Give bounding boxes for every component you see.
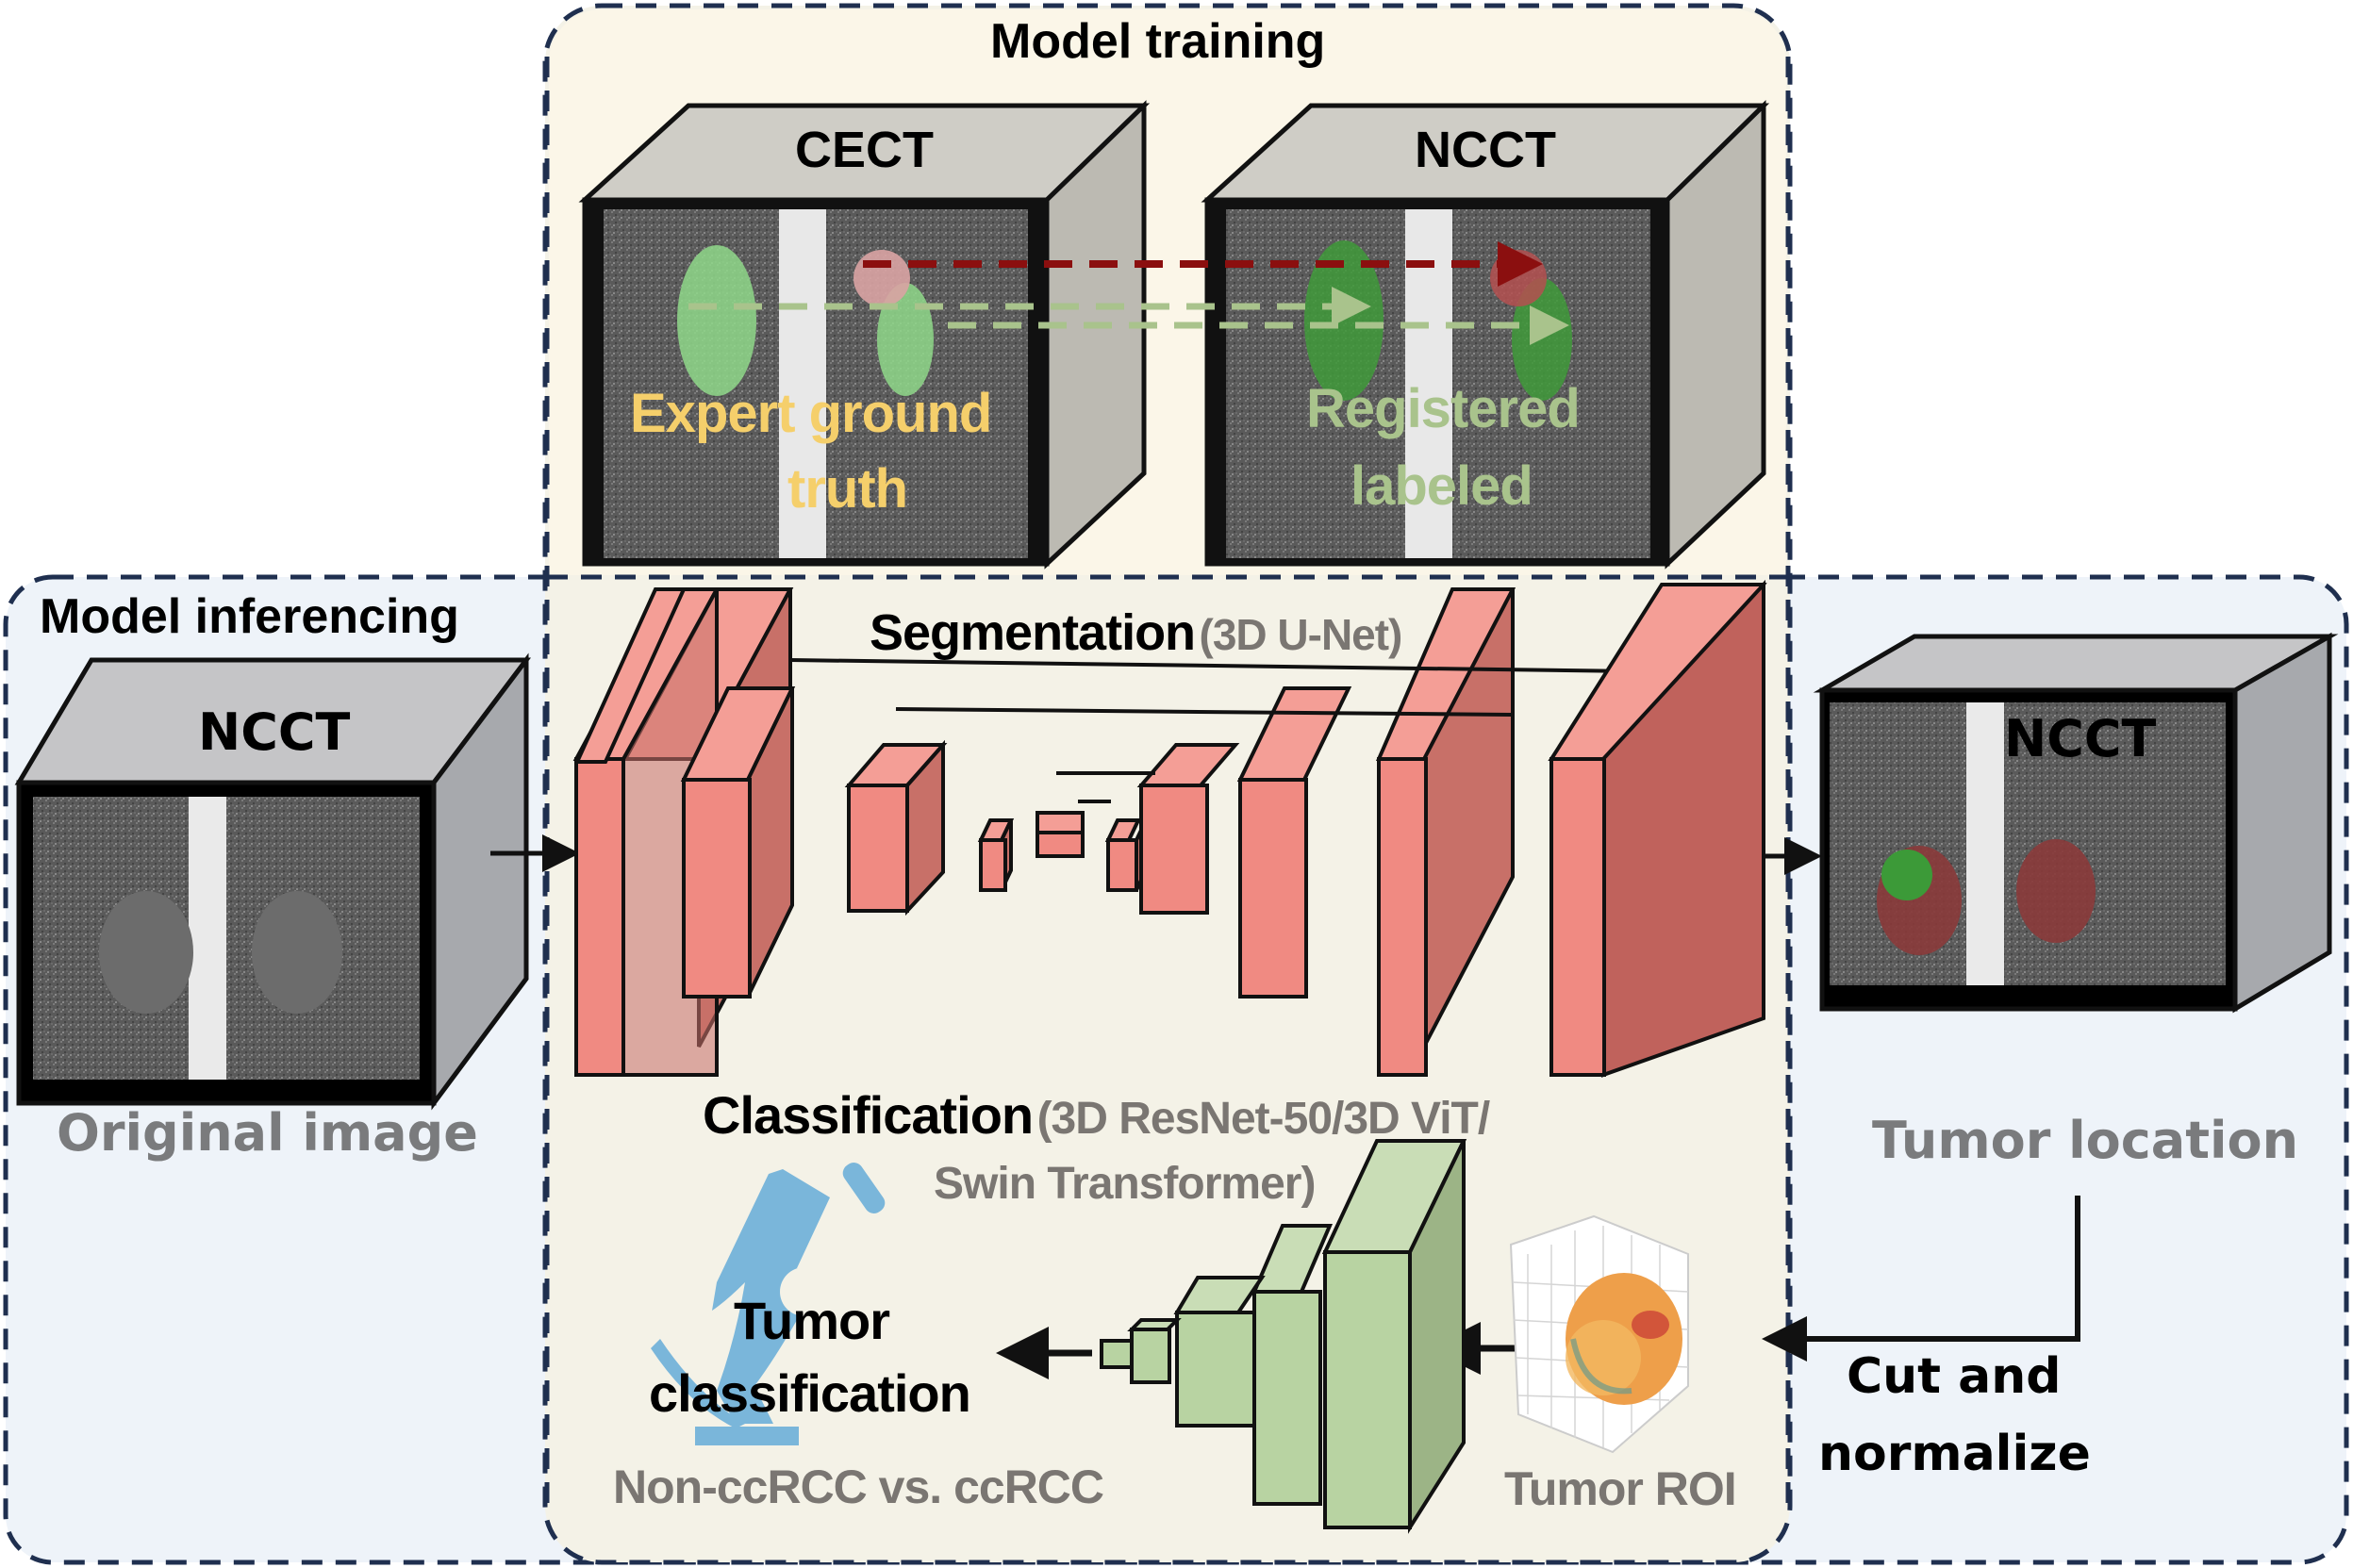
unet-input-slab <box>573 587 688 764</box>
classification-model-line2: Swin Transformer) <box>934 1159 1316 1209</box>
unet-output-slab <box>1548 579 1767 1078</box>
cect-caption-line1: Expert ground <box>630 383 992 444</box>
classifier-block <box>1323 1250 1412 1529</box>
unet-block <box>1106 838 1138 892</box>
unet-encoder <box>572 587 1085 1077</box>
output-ncct-volume <box>1813 632 2339 1014</box>
tumor-label <box>1490 250 1547 306</box>
segmentation-heading: Segmentation (3D U-Net) <box>870 603 1403 662</box>
classifier-block <box>1100 1339 1134 1369</box>
unet-skip-connections <box>789 658 1637 803</box>
unet-bottleneck <box>1036 831 1085 858</box>
output-volume-caption: Tumor location <box>1872 1111 2299 1170</box>
input-ncct-volume <box>14 652 532 1111</box>
classifier-block <box>1130 1328 1171 1384</box>
input-volume-caption: Original image <box>57 1103 478 1163</box>
classifier-block <box>1175 1311 1256 1428</box>
unet-block <box>847 784 909 913</box>
result-caption: Non-ccRCC vs. ccRCC <box>613 1461 1104 1513</box>
classifier-network <box>1100 1139 1467 1534</box>
inferencing-section-title: Model inferencing <box>40 589 459 644</box>
tumor-label <box>853 250 910 306</box>
classification-heading: Classification (3D ResNet-50/3D ViT/ <box>703 1084 1491 1146</box>
cect-volume-title: CECT <box>795 122 934 178</box>
unet-block <box>682 778 752 999</box>
kidney-prediction <box>2016 839 2096 943</box>
segmentation-model: (3D U-Net) <box>1199 610 1403 659</box>
unet-block <box>574 757 625 1077</box>
tumor-roi-plot <box>1509 1214 1689 1454</box>
cut-normalize-line2: normalize <box>1818 1426 2091 1482</box>
microscope-icon <box>651 1163 886 1445</box>
unet-block <box>1139 784 1209 915</box>
kidney-label-left <box>677 245 756 396</box>
classification-model-line1: (3D ResNet-50/3D ViT/ <box>1036 1094 1491 1144</box>
unet-block <box>1377 757 1428 1077</box>
input-volume-title: NCCT <box>198 702 351 762</box>
classification-title: Classification <box>703 1085 1034 1145</box>
cut-normalize-line1: Cut and <box>1847 1348 2062 1405</box>
ncct-caption-line2: labeled <box>1350 455 1533 517</box>
cect-caption-line2: truth <box>787 458 908 520</box>
unet-block <box>979 838 1007 892</box>
result-title-line2: classification <box>649 1363 971 1423</box>
ncct-registered-volume <box>1201 100 1770 569</box>
segmentation-title: Segmentation <box>870 604 1196 661</box>
ncct-caption-line1: Registered <box>1306 378 1581 439</box>
result-title-line1: Tumor <box>734 1291 890 1350</box>
cut-normalize-arrow <box>1762 1196 2080 1362</box>
ncct-registered-volume-title: NCCT <box>1415 122 1556 178</box>
unet-decoder <box>1104 587 1516 1077</box>
unet-block <box>1238 778 1308 999</box>
training-section-title: Model training <box>990 14 1326 69</box>
classifier-block <box>1252 1290 1322 1506</box>
tumor-prediction <box>1881 850 1932 900</box>
roi-caption: Tumor ROI <box>1504 1462 1737 1515</box>
spine <box>779 209 826 558</box>
output-volume-title: NCCT <box>2004 709 2157 768</box>
cect-volume <box>578 100 1151 569</box>
unet-block <box>1549 757 1606 1077</box>
kidney-label-right <box>877 283 934 396</box>
